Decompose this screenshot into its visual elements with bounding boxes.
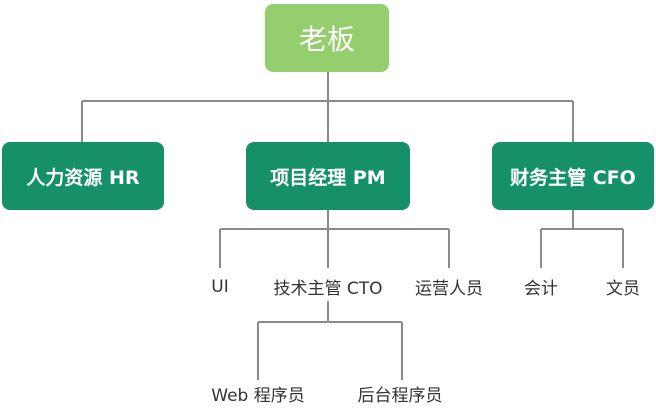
node-hr-label: 人力资源 HR	[26, 166, 140, 189]
node-pm-label: 项目经理 PM	[270, 166, 386, 189]
node-clerk: 文员	[606, 279, 640, 299]
node-pm: 项目经理 PM	[246, 142, 410, 210]
node-ops: 运营人员	[415, 279, 483, 299]
node-web-dev: Web 程序员	[211, 386, 305, 406]
node-hr: 人力资源 HR	[2, 142, 164, 210]
node-backend-dev: 后台程序员	[357, 386, 443, 406]
node-boss: 老板	[265, 4, 389, 72]
node-cfo-label: 财务主管 CFO	[510, 166, 636, 189]
node-cfo: 财务主管 CFO	[492, 142, 654, 210]
node-cto: 技术主管 CTO	[273, 279, 383, 299]
node-ui: UI	[211, 277, 229, 297]
node-boss-label: 老板	[298, 23, 355, 56]
node-accountant: 会计	[524, 279, 558, 299]
